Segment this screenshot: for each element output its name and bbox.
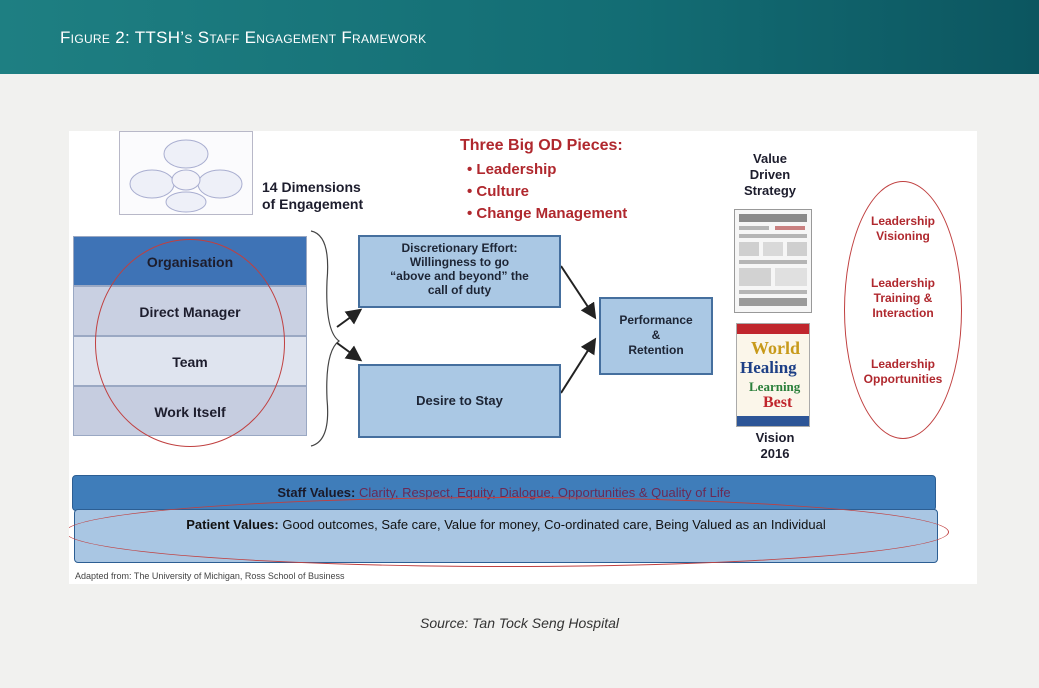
strategy-document-image <box>734 209 812 313</box>
dimensions-label: 14 Dimensions of Engagement <box>262 179 363 213</box>
figure-title: Figure 2: TTSH’s Staff Engagement Framew… <box>60 28 427 47</box>
framework-diagram: 14 Dimensions of Engagement Three Big OD… <box>69 131 977 584</box>
discretionary-effort-box: Discretionary Effort: Willingness to go … <box>358 235 561 308</box>
dimensions-label-line1: 14 Dimensions <box>262 179 361 195</box>
effort-line3: “above and beyond” the <box>390 269 529 283</box>
adapted-from-note: Adapted from: The University of Michigan… <box>75 571 345 581</box>
od-piece-item: • Change Management <box>467 205 628 222</box>
od-piece-item: • Culture <box>467 183 529 200</box>
staff-values-label: Staff Values: <box>277 485 356 500</box>
dimensions-thumbnail-graphic <box>129 139 243 213</box>
arrow-to-effort <box>336 308 363 328</box>
leadership-opportunities: Leadership Opportunities <box>863 357 943 386</box>
leadership-visioning: Leadership Visioning <box>870 214 936 243</box>
brace <box>310 230 341 447</box>
cover-word-best: Best <box>763 394 793 411</box>
figure-header: Figure 2: TTSH’s Staff Engagement Framew… <box>0 0 1039 74</box>
performance-retention-box: Performance & Retention <box>599 297 713 375</box>
od-pieces-title: Three Big OD Pieces: <box>460 137 623 154</box>
vision-2016-cover: World Healing Learning Best <box>736 323 810 427</box>
connector-graphic <box>310 230 597 447</box>
arrow-to-stay <box>336 342 363 362</box>
performance-line3: Retention <box>628 343 684 357</box>
desire-to-stay-box: Desire to Stay <box>358 364 561 438</box>
cover-word-learning: Learning <box>749 379 801 394</box>
arrow-effort-to-performance <box>560 265 597 320</box>
staff-values-text: Clarity, Respect, Equity, Dialogue, Oppo… <box>359 485 731 500</box>
performance-line2: & <box>651 328 661 342</box>
vision-2016-label: Vision 2016 <box>755 430 795 461</box>
od-pieces-list: • Leadership • Culture • Change Manageme… <box>467 159 627 225</box>
effort-line4: call of duty <box>427 283 492 297</box>
patient-values-highlight-oval <box>69 497 949 567</box>
arrow-stay-to-performance <box>560 337 597 394</box>
od-piece-item: • Leadership <box>467 161 557 178</box>
strategy-document-graphic <box>739 214 807 306</box>
value-driven-strategy-label: Value Driven Strategy <box>743 151 797 198</box>
leadership-training-interaction: Leadership Training & Interaction <box>870 276 936 320</box>
cover-top-band <box>737 324 809 334</box>
performance-line1: Performance <box>619 313 693 327</box>
leadership-highlight-oval <box>844 181 962 439</box>
effort-line2: Willingness to go <box>409 255 510 269</box>
cover-word-world: World <box>751 338 801 358</box>
effort-line1: Discretionary Effort: <box>401 241 518 255</box>
dimensions-thumbnail <box>119 131 253 215</box>
cover-word-healing: Healing <box>740 358 797 377</box>
figure-source-caption: Source: Tan Tock Seng Hospital <box>420 615 619 631</box>
levels-highlight-oval <box>95 239 285 447</box>
dimensions-label-line2: of Engagement <box>262 196 364 212</box>
cover-bottom-band <box>737 416 809 426</box>
